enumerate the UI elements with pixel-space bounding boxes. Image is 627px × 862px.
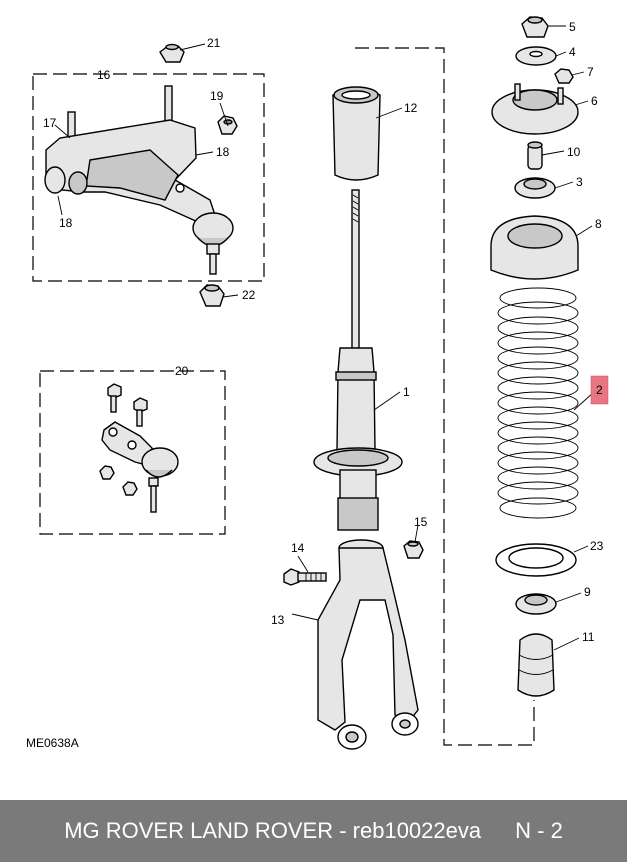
callout-17: 17 xyxy=(43,116,57,130)
callout-2-highlight xyxy=(590,375,609,405)
leader-lines xyxy=(54,25,595,651)
callout-5: 5 xyxy=(569,20,576,34)
callout-10: 10 xyxy=(567,145,581,159)
footer-brand-text: MG ROVER LAND ROVER - reb10022eva xyxy=(64,818,482,843)
callout-14: 14 xyxy=(291,541,305,555)
callout-8: 8 xyxy=(595,217,602,231)
callout-labels: 21 16 19 17 18 18 22 20 12 1 15 14 13 5 … xyxy=(26,20,609,750)
callout-19: 19 xyxy=(210,89,224,103)
callout-9: 9 xyxy=(584,585,591,599)
ball-joint-kit xyxy=(39,370,226,535)
callout-7: 7 xyxy=(587,65,594,79)
callout-16: 16 xyxy=(97,68,111,82)
nut-21 xyxy=(159,43,185,63)
spring-stack xyxy=(490,16,579,697)
callout-4: 4 xyxy=(569,45,576,59)
footer-page-label: N - 2 xyxy=(515,818,563,843)
callout-3: 3 xyxy=(576,175,583,189)
callout-21: 21 xyxy=(207,36,221,50)
footer-bar: MG ROVER LAND ROVER - reb10022eva N - 2 xyxy=(0,800,627,862)
callout-23: 23 xyxy=(590,539,604,553)
callout-15: 15 xyxy=(414,515,428,529)
parts-diagram: 21 16 19 17 18 18 22 20 12 1 15 14 13 5 … xyxy=(26,16,609,750)
nut-22 xyxy=(199,284,225,307)
callout-20: 20 xyxy=(175,364,189,378)
bolt-14 xyxy=(283,568,327,586)
callout-12: 12 xyxy=(404,101,418,115)
callout-18-lower: 18 xyxy=(59,216,73,230)
callout-22: 22 xyxy=(242,288,256,302)
callout-13: 13 xyxy=(271,613,285,627)
nut-15 xyxy=(403,540,424,559)
callout-1: 1 xyxy=(403,385,410,399)
upper-arm-assembly xyxy=(32,73,265,282)
callout-6: 6 xyxy=(591,94,598,108)
callout-2: 2 xyxy=(596,383,603,397)
drawing-code: ME0638A xyxy=(26,736,79,750)
strut-assembly xyxy=(313,47,535,746)
callout-11: 11 xyxy=(582,630,595,644)
strut-fork xyxy=(317,539,419,750)
callout-18-upper: 18 xyxy=(216,145,230,159)
